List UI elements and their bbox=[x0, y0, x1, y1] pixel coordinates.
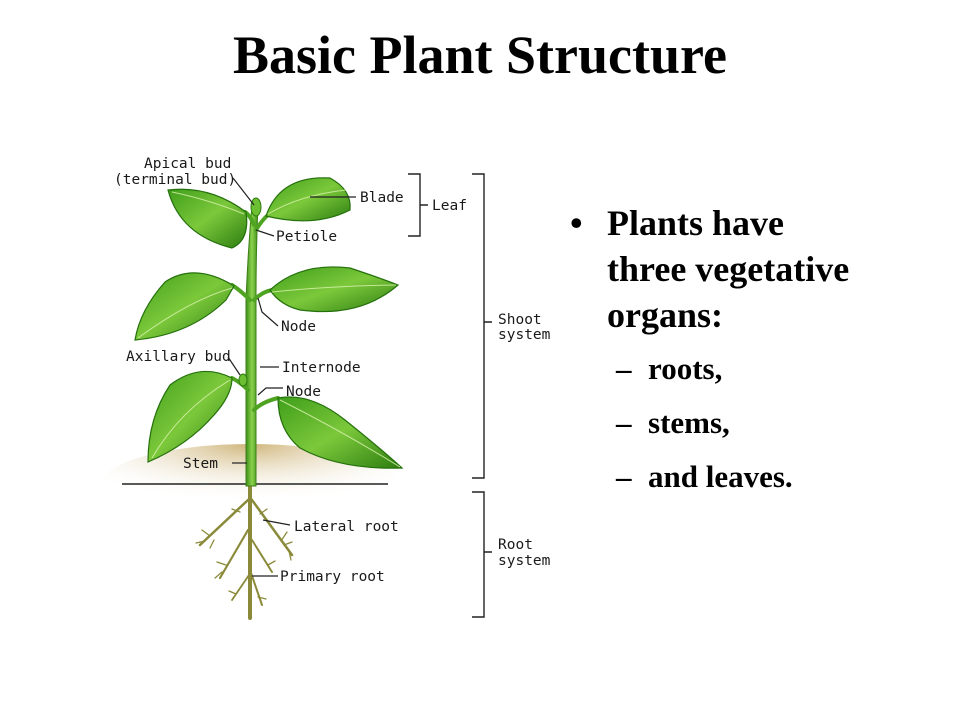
label-primary-root: Primary root bbox=[280, 569, 385, 585]
label-terminal-bud: (terminal bud) bbox=[114, 172, 236, 188]
axillary-bud bbox=[238, 373, 248, 387]
label-shoot-system: system bbox=[498, 327, 551, 343]
sub-bullet-leaves: – and leaves. bbox=[570, 450, 950, 504]
apical-bud bbox=[250, 197, 262, 217]
bullet-list: • Plants have three vegetative organs: –… bbox=[570, 200, 950, 504]
label-stem: Stem bbox=[183, 456, 218, 472]
shoot-system-bracket bbox=[472, 173, 492, 479]
leaf-mid-right bbox=[269, 266, 400, 313]
leaves bbox=[134, 177, 404, 469]
label-internode: Internode bbox=[282, 360, 361, 376]
main-bullet: • Plants have three vegetative organs: bbox=[570, 200, 950, 338]
sub-bullet-text: roots, bbox=[648, 351, 723, 386]
bullet-line-1: Plants have bbox=[607, 203, 785, 243]
sub-bullet-roots: – roots, bbox=[570, 342, 950, 396]
sub-bullet-marker: – bbox=[616, 351, 632, 386]
label-root: Root bbox=[498, 537, 533, 553]
sub-bullet-marker: – bbox=[616, 405, 632, 440]
leaf-veins bbox=[137, 189, 401, 468]
sub-bullet-marker: – bbox=[616, 459, 632, 494]
root-system-drawing bbox=[195, 484, 294, 620]
leader-lines bbox=[227, 177, 356, 577]
bullet-line-3: organs: bbox=[607, 295, 723, 335]
bullet-line-2: three vegetative bbox=[607, 249, 850, 289]
label-leaf: Leaf bbox=[432, 198, 467, 214]
label-axillary-bud: Axillary bud bbox=[126, 349, 231, 365]
stem-drawing bbox=[245, 204, 259, 487]
bullet-marker: • bbox=[570, 203, 583, 243]
brackets bbox=[408, 173, 492, 618]
leaf-low-left bbox=[147, 370, 233, 463]
label-apical-bud: Apical bud bbox=[144, 156, 231, 172]
label-node-upper: Node bbox=[281, 319, 316, 335]
sub-bullet-stems: – stems, bbox=[570, 396, 950, 450]
sub-bullet-text: and leaves. bbox=[648, 459, 793, 494]
root-system-bracket bbox=[472, 491, 492, 618]
label-root-system: system bbox=[498, 553, 551, 569]
label-lateral-root: Lateral root bbox=[294, 519, 399, 535]
sub-bullet-list: – roots, – stems, – and leaves. bbox=[570, 342, 950, 504]
leaf-top-right bbox=[265, 177, 351, 222]
slide-title: Basic Plant Structure bbox=[233, 25, 727, 85]
label-node-lower: Node bbox=[286, 384, 321, 400]
label-blade: Blade bbox=[360, 190, 404, 206]
leaf-top-left bbox=[167, 188, 248, 249]
label-petiole: Petiole bbox=[276, 229, 337, 245]
label-shoot: Shoot bbox=[498, 312, 542, 328]
leaf-bracket bbox=[408, 173, 428, 237]
sub-bullet-text: stems, bbox=[648, 405, 730, 440]
